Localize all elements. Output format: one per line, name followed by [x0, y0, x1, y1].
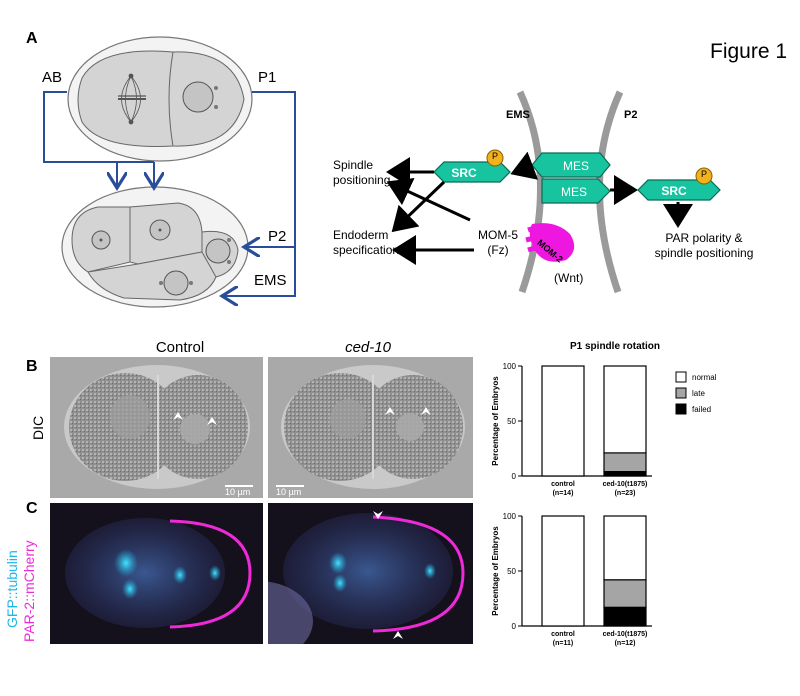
src-right-label: SRC	[654, 184, 694, 198]
x-tick-label: (n=23)	[615, 490, 636, 497]
src-left-label: SRC	[444, 166, 484, 180]
bar-segment-late	[604, 580, 646, 608]
bar-segment-normal	[604, 516, 646, 580]
scale-bar-label: 10 µm	[225, 487, 250, 497]
p1-nucleus	[183, 82, 213, 112]
legend-swatch-normal	[676, 372, 686, 382]
x-tick-label: (n=12)	[615, 640, 636, 647]
ems-membrane	[520, 92, 541, 292]
y-tick-label: 50	[507, 567, 516, 576]
panel-label-c: C	[26, 500, 38, 518]
y-axis-label: Percentage of Embryos	[491, 526, 500, 616]
label-p2: P2	[268, 228, 286, 245]
x-tick-label: (n=11)	[553, 640, 573, 647]
scale-bar-label: 10 µm	[276, 487, 301, 497]
y-tick-label: 0	[512, 472, 517, 481]
row-label-gfp: GFP::tubulin	[4, 550, 20, 628]
mes-top-label: MES	[556, 159, 596, 173]
bar-segment-normal	[542, 516, 584, 626]
row-label-par2: PAR-2::mCherry	[21, 540, 37, 642]
legend-swatch-failed	[676, 404, 686, 414]
x-tick-label: (n=14)	[553, 490, 574, 497]
x-tick-label: ced-10(t1875)	[603, 631, 648, 638]
membrane-label-p2: P2	[624, 109, 637, 121]
label-p1: P1	[258, 69, 276, 86]
fluo-ced10-image	[268, 503, 473, 644]
y-tick-label: 100	[503, 362, 517, 371]
label-ab: AB	[42, 69, 62, 86]
x-tick-label: control	[551, 481, 575, 488]
dic-ced10-image: 10 µm	[268, 357, 473, 498]
dic-control-image: 10 µm	[50, 357, 263, 498]
bar-segment-normal	[604, 366, 646, 453]
wnt-label: (Wnt)	[554, 271, 583, 285]
legend-label-normal: normal	[692, 373, 717, 382]
fluo-control-image	[50, 503, 263, 644]
column-label-control: Control	[130, 339, 230, 356]
y-tick-label: 50	[507, 417, 516, 426]
column-label-ced10: ced-10	[318, 339, 418, 356]
panel-label-b: B	[26, 358, 38, 376]
figure-title: Figure 1	[710, 40, 787, 64]
x-tick-label: control	[551, 631, 575, 638]
bar-segment-late	[604, 453, 646, 472]
mom5-label: MOM-5(Fz)	[475, 228, 521, 258]
row-label-dic: DIC	[30, 416, 46, 440]
membrane-label-ems: EMS	[506, 109, 530, 121]
legend-label-late: late	[692, 389, 705, 398]
chart-title: P1 spindle rotation	[520, 341, 710, 352]
legend-swatch-late	[676, 388, 686, 398]
label-ems: EMS	[254, 272, 287, 289]
bar-segment-failed	[604, 472, 646, 476]
phospho-left-label: P	[491, 151, 499, 161]
y-tick-label: 0	[512, 622, 517, 631]
y-axis-label: Percentage of Embryos	[491, 376, 500, 466]
legend-label-failed: failed	[692, 405, 711, 414]
mes-bottom-label: MES	[554, 185, 594, 199]
bar-segment-normal	[542, 366, 584, 476]
bar-segment-failed	[604, 607, 646, 626]
par-polarity-label: PAR polarity &spindle positioning	[636, 231, 772, 261]
phospho-right-label: P	[700, 169, 708, 179]
y-tick-label: 100	[503, 512, 517, 521]
x-tick-label: ced-10(t1875)	[603, 481, 648, 488]
